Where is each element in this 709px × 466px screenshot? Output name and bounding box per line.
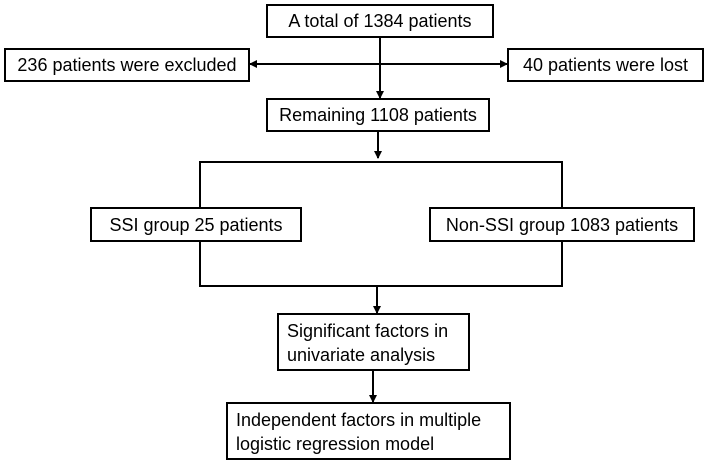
univariate-text-line-1: Significant factors in [287,321,449,341]
box-remaining-patients: Remaining 1108 patients [266,98,490,132]
multivariate-text-line-2: logistic regression model [236,434,435,454]
box-multivariate-model: Independent factors in multiple logistic… [226,402,511,460]
box-excluded-patients: 236 patients were excluded [4,48,250,82]
lost-patients-text: 40 patients were lost [522,55,689,75]
remaining-patients-text: Remaining 1108 patients [279,105,477,125]
box-non-ssi-group: Non-SSI group 1083 patients [429,207,695,242]
non-ssi-group-text: Non-SSI group 1083 patients [445,215,679,235]
total-patients-text: A total of 1384 patients [288,11,472,31]
box-univariate-analysis: Significant factors in univariate analys… [277,313,470,371]
ssi-group-text: SSI group 25 patients [109,215,283,235]
bracket-upper [199,161,563,207]
box-lost-patients: 40 patients were lost [507,48,704,82]
excluded-patients-text: 236 patients were excluded [17,55,237,75]
box-total-patients: A total of 1384 patients [266,4,494,38]
box-ssi-group: SSI group 25 patients [90,207,302,242]
bracket-lower [199,242,563,287]
univariate-text-line-2: univariate analysis [287,345,436,365]
multivariate-text-line-1: Independent factors in multiple [236,410,482,430]
